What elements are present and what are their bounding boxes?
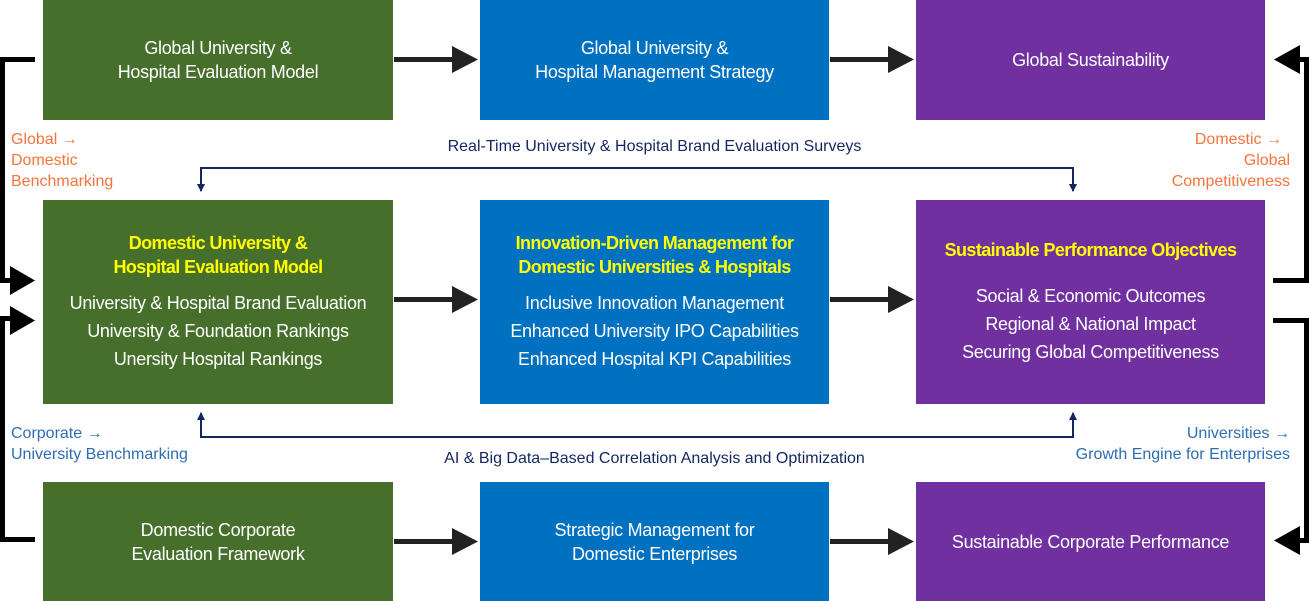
- flow-arrows: [394, 46, 914, 555]
- global-sustainability-box: Global Sustainability: [916, 0, 1265, 120]
- corporate-performance-box: Sustainable Corporate Performance: [916, 482, 1265, 601]
- box-line: Hospital Management Strategy: [535, 62, 774, 82]
- strategic-management-box: Strategic Management for Domestic Enterp…: [480, 482, 829, 601]
- corporate-evaluation-box: Domestic Corporate Evaluation Framework: [43, 482, 393, 601]
- box-line: Evaluation Framework: [131, 543, 305, 564]
- domestic-evaluation-model-box: Domestic University &Hospital Evaluation…: [43, 200, 393, 404]
- band-arrows: [197, 167, 1077, 438]
- box-title: Domestic University &Hospital Evaluation…: [113, 233, 323, 277]
- corporate-university-label: Corporate →University Benchmarking: [11, 425, 188, 463]
- performance-objectives-box: Sustainable Performance Objectives Socia…: [916, 200, 1265, 404]
- bottom-band-label: AI & Big Data–Based Correlation Analysis…: [444, 450, 865, 467]
- box-line: Sustainable Corporate Performance: [951, 531, 1230, 552]
- box-line: Hospital Evaluation Model: [117, 62, 319, 82]
- universities-growth-label: Universities →Growth Engine for Enterpri…: [1075, 425, 1290, 463]
- box-title: Sustainable Performance Objectives: [944, 240, 1237, 260]
- box-line: Global University &: [580, 38, 729, 58]
- global-evaluation-model-box: Global University & Hospital Evaluation …: [43, 0, 393, 120]
- box-line: Global Sustainability: [1012, 50, 1169, 70]
- box-line: Domestic Enterprises: [571, 543, 738, 564]
- feedback-brackets: [0, 45, 1309, 555]
- box-line: Global University &: [144, 38, 292, 58]
- global-management-strategy-box: Global University & Hospital Management …: [480, 0, 829, 120]
- top-band-label: Real-Time University & Hospital Brand Ev…: [447, 138, 862, 155]
- box-line: Domestic Corporate: [140, 519, 296, 540]
- box-line: Strategic Management for: [554, 519, 755, 540]
